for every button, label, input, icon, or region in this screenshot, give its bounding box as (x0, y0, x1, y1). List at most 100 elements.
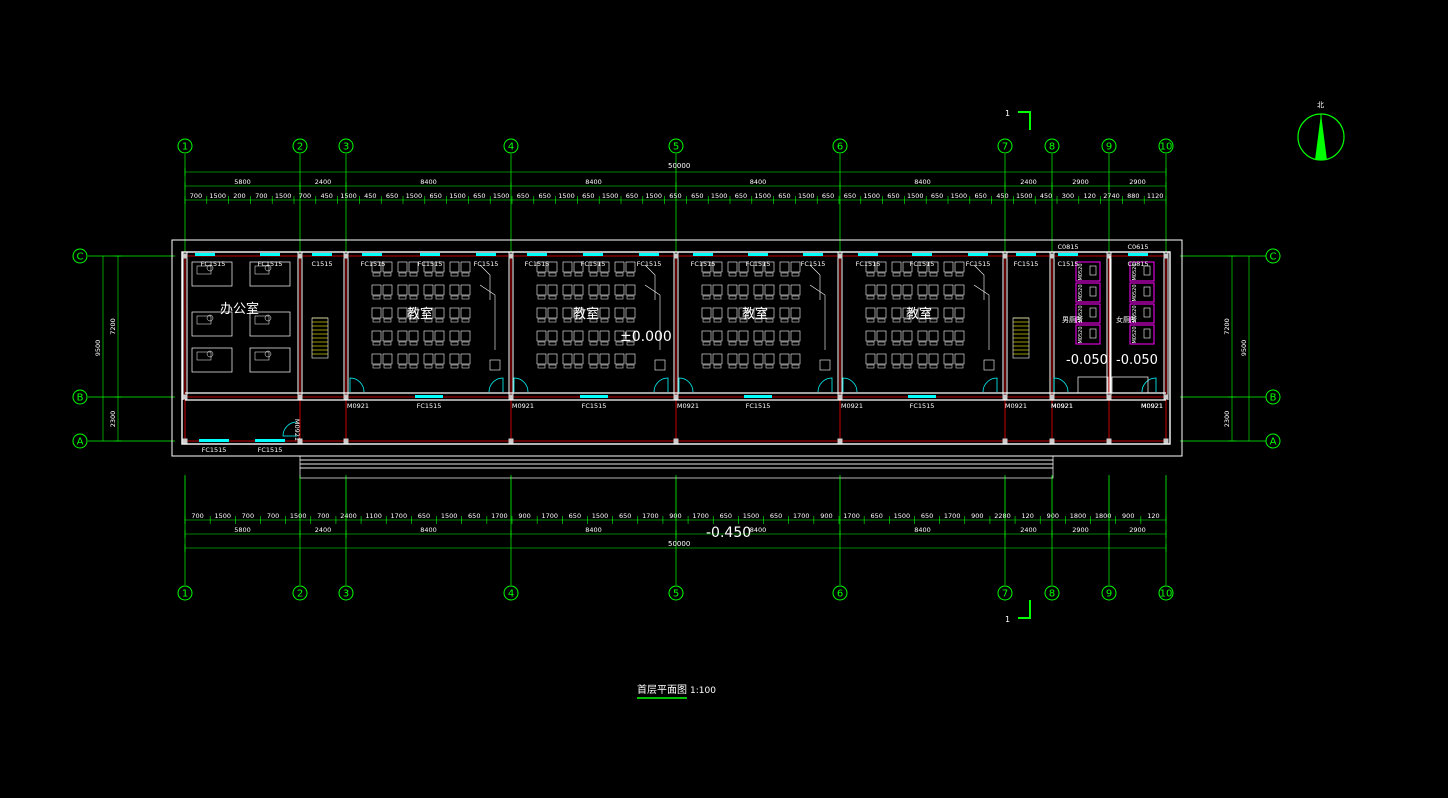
chair (944, 341, 953, 346)
chair (626, 272, 635, 277)
door-swing (1141, 377, 1157, 393)
chair (424, 295, 433, 300)
column (673, 394, 679, 400)
desk (397, 330, 408, 342)
door-swing (1053, 377, 1069, 393)
chair (780, 295, 789, 300)
room-label-classroom-4: 教室 (906, 306, 932, 322)
toilet-stall (1129, 282, 1155, 303)
desk (865, 330, 876, 342)
chair (739, 295, 748, 300)
dim-vertical: 2300 (109, 411, 117, 428)
window-label: FC1515 (361, 260, 386, 268)
dim-detail: 1120 (1147, 192, 1164, 200)
desk (536, 330, 547, 342)
toilet-fixture (1089, 307, 1097, 318)
chair (435, 272, 444, 277)
office-desk (191, 311, 233, 337)
dim-detail: 900 (820, 512, 832, 520)
dim-vertical: 7200 (1223, 318, 1231, 335)
chair (574, 318, 583, 323)
toilet-fixture (1143, 328, 1151, 339)
chair (589, 295, 598, 300)
chair (903, 272, 912, 277)
window (476, 253, 496, 256)
desk (954, 284, 965, 296)
desk (753, 353, 764, 365)
dim-detail: 1500 (602, 192, 619, 200)
dim-detail: 650 (669, 192, 681, 200)
chair (892, 341, 901, 346)
column (1106, 394, 1112, 400)
chair (383, 272, 392, 277)
desk (764, 284, 775, 296)
desk (790, 284, 801, 296)
chair (754, 318, 763, 323)
chair (615, 364, 624, 369)
office-desk (249, 261, 291, 287)
desk (625, 330, 636, 342)
toilet-fixture (1143, 265, 1151, 276)
chair (537, 364, 546, 369)
desk (449, 330, 460, 342)
chair (398, 318, 407, 323)
axis-bubble (832, 138, 848, 154)
window-label: FC1515 (258, 446, 283, 454)
chair (877, 318, 886, 323)
dim-detail: 1500 (558, 192, 575, 200)
chair (615, 295, 624, 300)
chair (877, 272, 886, 277)
chair (944, 318, 953, 323)
dim-detail: 1500 (645, 192, 662, 200)
chair (702, 295, 711, 300)
axis-bubble (668, 585, 684, 601)
desk (460, 330, 471, 342)
desk (460, 307, 471, 319)
entrance-step (299, 459, 1054, 465)
dim-detail: 700 (242, 512, 254, 520)
dim-detail: 300 (1062, 192, 1074, 200)
furniture (191, 261, 995, 373)
dim-detail: 650 (619, 512, 631, 520)
door-label: M0921 (1051, 402, 1073, 410)
monitor (254, 351, 270, 361)
room-label-classroom-1: 教室 (407, 306, 433, 322)
elevation-label: -0.450 (706, 525, 751, 541)
axis-number: 1 (182, 589, 188, 600)
chair (372, 318, 381, 323)
window-label: FC1515 (856, 260, 881, 268)
door-label: M0921 (1141, 402, 1163, 410)
axis-bubble (72, 389, 88, 405)
desk (738, 307, 749, 319)
desk (738, 330, 749, 342)
chair (765, 272, 774, 277)
dim-detail: 650 (931, 192, 943, 200)
dim-detail: 700 (191, 512, 203, 520)
desk (625, 261, 636, 273)
chair (765, 364, 774, 369)
dim-detail: 650 (887, 192, 899, 200)
desk (625, 284, 636, 296)
chair (791, 295, 800, 300)
desk (891, 261, 902, 273)
toilet-fixture (1143, 307, 1151, 318)
toilet-fixture (1089, 265, 1097, 276)
chair (450, 341, 459, 346)
desk (876, 330, 887, 342)
window-label: FC1515 (417, 402, 442, 410)
desk (790, 330, 801, 342)
desk (712, 307, 723, 319)
axis-number: 3 (343, 142, 349, 153)
chair (563, 272, 572, 277)
axis-letter: B (1270, 393, 1277, 404)
door-label: M0921 (512, 402, 534, 410)
desk (943, 261, 954, 273)
axis-bubble (832, 585, 848, 601)
section-arrow-bottom (1018, 600, 1031, 619)
axis-bubble (503, 138, 519, 154)
chair (206, 314, 214, 322)
column (343, 253, 349, 259)
desk (712, 330, 723, 342)
desk (727, 284, 738, 296)
toilet-label-male: 男厕所 (1062, 315, 1083, 324)
